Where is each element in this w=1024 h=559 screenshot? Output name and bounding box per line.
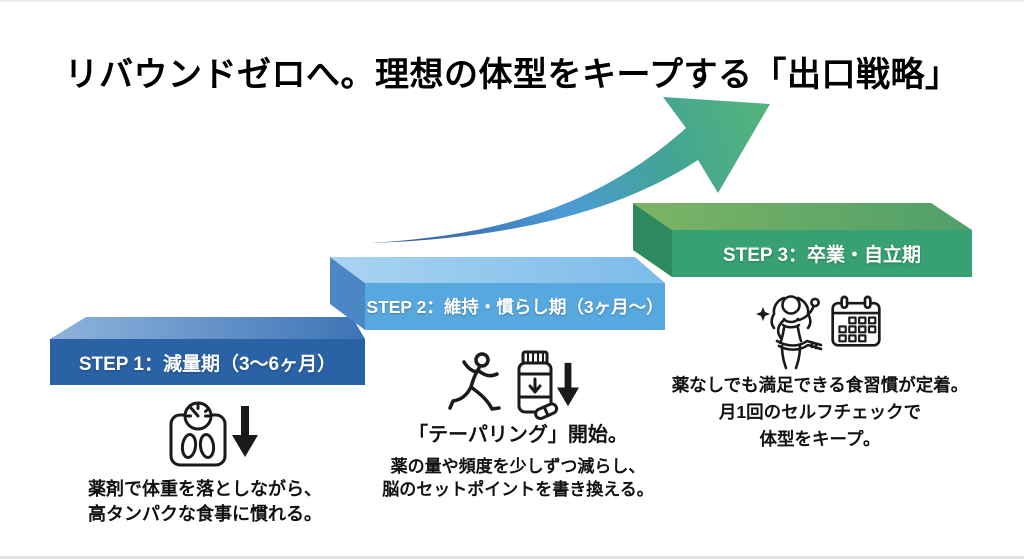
pill-bottle-icon — [517, 350, 559, 420]
step2-block-front — [365, 283, 665, 330]
runner-icon — [448, 352, 501, 411]
step3-caption: 薬なしでも満足できる食習慣が定着。 月1回のセルフチェックで 体型をキープ。 — [660, 372, 980, 453]
bottom-edge-line — [0, 556, 1024, 559]
progress-arrow — [372, 97, 770, 243]
weight-scale-icon — [169, 401, 227, 467]
step2-caption-line: 脳のセットポイントを書き換える。 — [382, 480, 654, 499]
calendar-icon — [831, 295, 881, 347]
step3-block-front — [672, 230, 972, 277]
step2-label: STEP 2：維持・慣らし期（3ヶ月〜） — [366, 297, 664, 317]
step2-caption-line: 薬の量や頻度を少しずつ減らし、 — [390, 457, 646, 476]
step3-block-side — [633, 203, 672, 277]
step1-label: STEP 1：減量期（3〜6ヶ月） — [78, 353, 337, 375]
step3-label: STEP 3：卒業・自立期 — [722, 245, 922, 266]
fit-woman-icon — [756, 295, 823, 370]
step2-caption-heading: 「テーパリング」開始。 — [408, 424, 628, 446]
step2-caption: 「テーパリング」開始。 薬の量や頻度を少しずつ減らし、 脳のセットポイントを書き… — [360, 423, 676, 501]
step3-caption-line: 薬なしでも満足できる食習慣が定着。 — [671, 375, 969, 395]
step2-block-top — [330, 257, 665, 283]
step3-caption-line: 体型をキープ。 — [759, 429, 881, 449]
step1-caption-line: 高タンパクな食事に慣れる。 — [88, 504, 322, 524]
page-title: リバウンドゼロへ。理想の体型をキープする「出口戦略」 — [64, 55, 960, 94]
down-arrow-icon — [556, 362, 580, 407]
down-arrow-icon — [232, 406, 258, 457]
step1-block-front — [50, 339, 365, 385]
top-edge-line — [0, 0, 1024, 2]
step3-block-top — [633, 203, 972, 230]
step3-caption-line: 月1回のセルフチェックで — [718, 402, 922, 422]
step1-block-top — [50, 317, 365, 339]
step1-caption: 薬剤で体重を落としながら、 高タンパクな食事に慣れる。 — [40, 477, 370, 527]
step1-caption-line: 薬剤で体重を落としながら、 — [88, 479, 322, 499]
step2-block-side — [330, 257, 365, 330]
